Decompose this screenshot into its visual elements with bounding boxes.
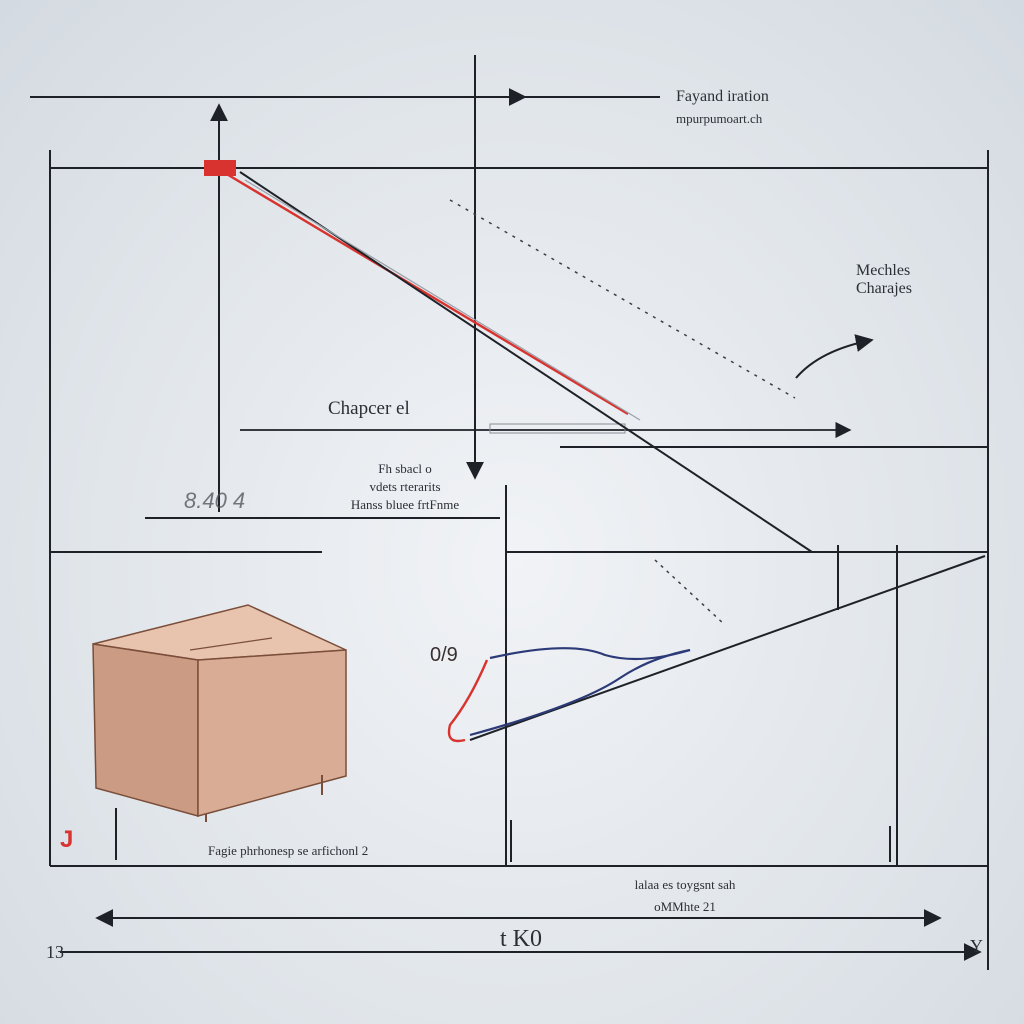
red-curve xyxy=(447,659,489,743)
bottom-right-line-1: lalaa es toygsnt sah xyxy=(634,877,736,892)
chapter-label: Chapcer el xyxy=(328,398,410,419)
tick-posts xyxy=(115,485,891,862)
blue-curves xyxy=(469,647,691,737)
top-title: Fayand iration xyxy=(676,88,769,105)
top-subtitle: mpurpumoart.ch xyxy=(676,111,763,126)
note-line-1: Fh sbacl o xyxy=(378,461,432,476)
bottom-marker: t K0 xyxy=(500,926,542,952)
corner-right-label: Y xyxy=(970,936,983,956)
mechanics-label: Mechles Charajes xyxy=(856,262,912,298)
bottom-right-line-2: oMMhte 21 xyxy=(654,899,716,914)
dashed-guide xyxy=(449,199,796,399)
box-illustration xyxy=(92,604,347,822)
incline-lines xyxy=(214,165,813,553)
right-subframe xyxy=(505,540,988,866)
red-marker xyxy=(204,160,236,176)
dashed-guide-lower xyxy=(654,559,726,626)
bottom-caption: Fagie phrhonesp se arfichonl 2 xyxy=(208,843,369,858)
corner-left-label: 13 xyxy=(46,942,64,962)
frame-lines xyxy=(49,150,989,970)
note-line-3: Hanss bluee frtFnme xyxy=(350,497,460,512)
left-value-label: 8.40 4 xyxy=(184,488,246,513)
corner-j-label: J xyxy=(60,826,74,853)
note-line-2: vdets rterarits xyxy=(369,479,441,494)
mid-arrow-tick xyxy=(489,423,626,434)
angle-label: 0/9 xyxy=(430,644,458,666)
curved-pointer xyxy=(795,334,874,379)
